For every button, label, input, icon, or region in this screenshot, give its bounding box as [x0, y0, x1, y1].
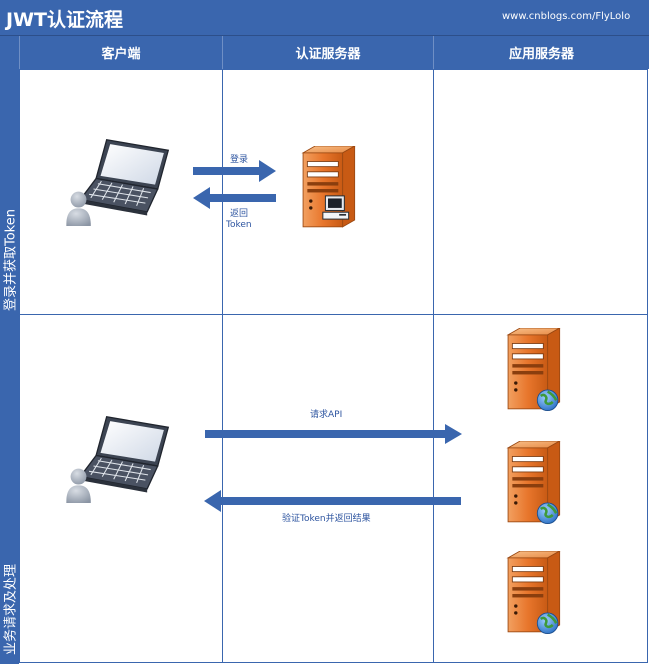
- row-header-login: 登录并获取Token: [0, 36, 19, 315]
- row-header-business: 业务请求及处理: [0, 315, 19, 664]
- verify-return-label: 验证Token并返回结果: [282, 514, 371, 524]
- login-label: 登录: [230, 155, 249, 165]
- server-globe-icon: [500, 551, 566, 634]
- source-url: www.cnblogs.com/FlyLolo: [502, 11, 631, 22]
- verify-return-arrow: [204, 490, 461, 512]
- request-api-arrow: [205, 424, 462, 444]
- server-globe-icon: [500, 328, 566, 411]
- laptop-user-icon: [60, 138, 178, 226]
- server-computer-icon: [295, 146, 361, 232]
- title-bar: JWT认证流程 www.cnblogs.com/FlyLolo: [0, 0, 649, 36]
- column-header-auth-server: 认证服务器: [222, 36, 433, 69]
- row-divider: [19, 314, 648, 315]
- login-arrow: [193, 160, 276, 182]
- row-label-business: 业务请求及处理: [3, 563, 19, 655]
- lane-divider-1: [222, 69, 223, 663]
- return-token-label-line1: 返回: [230, 209, 249, 219]
- lane-divider-2: [433, 69, 434, 663]
- column-header-app-server: 应用服务器: [433, 36, 649, 69]
- swimlane-grid: [19, 69, 648, 663]
- row-label-login: 登录并获取Token: [3, 209, 19, 311]
- return-token-label-line2: Token: [226, 220, 252, 230]
- request-api-label: 请求API: [310, 410, 343, 420]
- column-header-client: 客户端: [19, 36, 222, 69]
- diagram-title: JWT认证流程: [6, 9, 123, 31]
- return-token-arrow: [193, 187, 276, 209]
- laptop-user-icon: [60, 415, 178, 503]
- server-globe-icon: [500, 441, 566, 524]
